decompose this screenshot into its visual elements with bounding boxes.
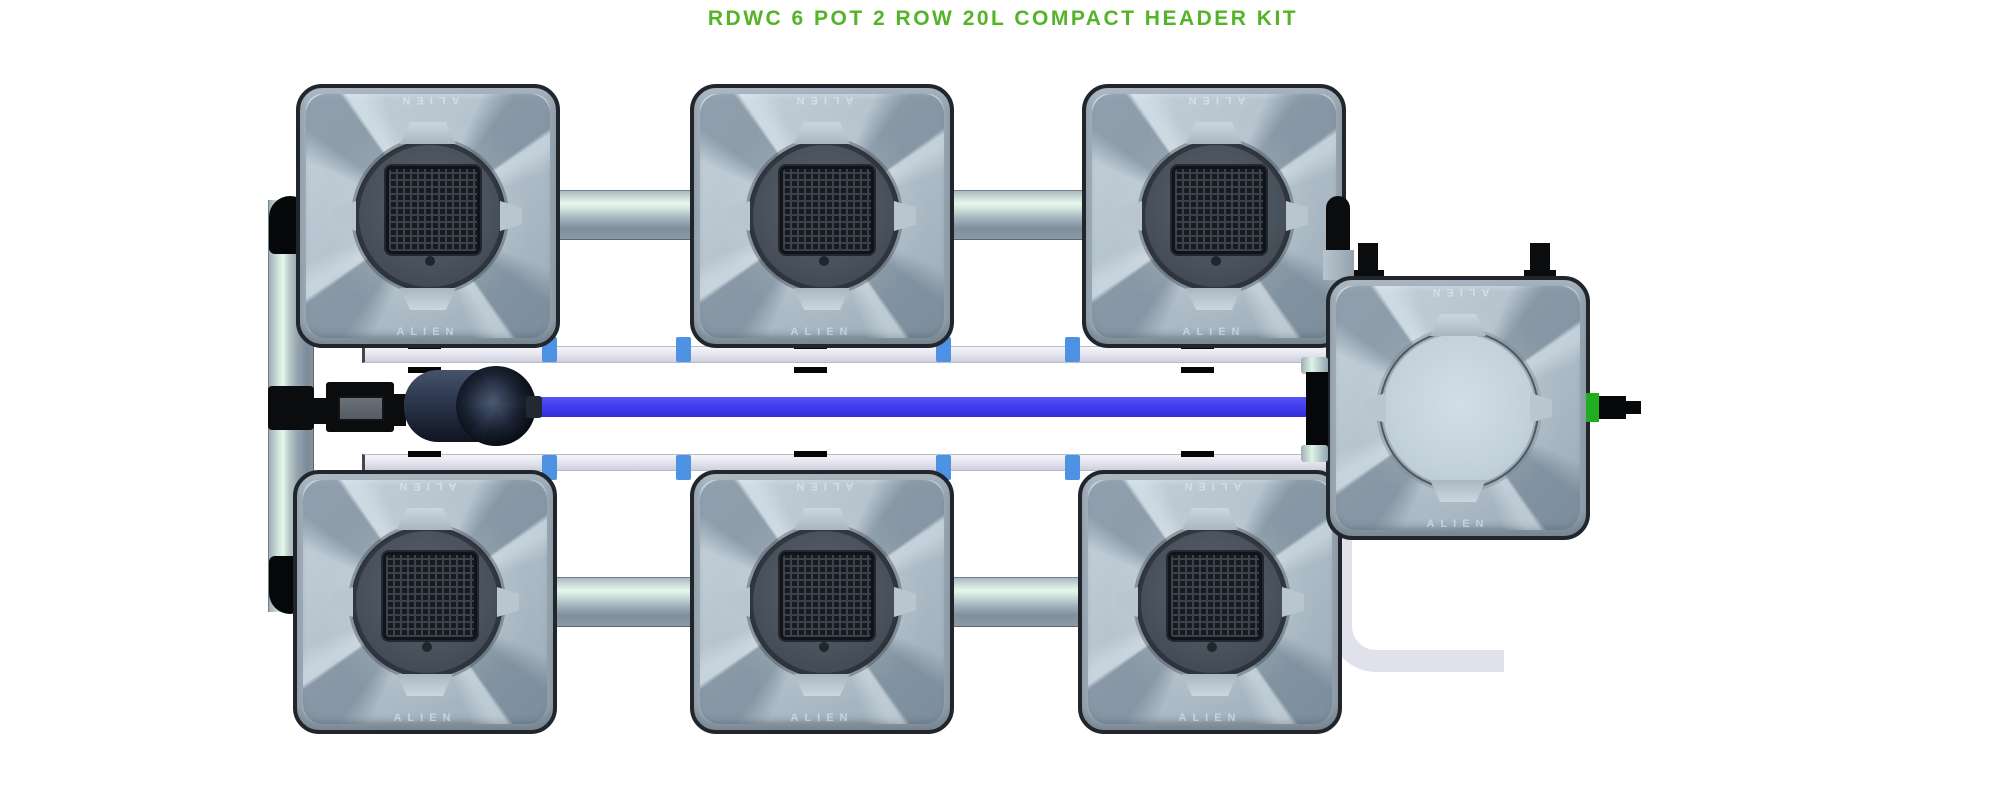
lid-tab-east — [497, 587, 519, 617]
row2-link-pipe-2 — [938, 577, 1100, 627]
lid-tab-west — [334, 201, 356, 231]
brand-label-bottom: ALIEN — [790, 712, 854, 724]
pump-tee-fitting — [268, 386, 314, 430]
net-pot-mesh — [1172, 166, 1266, 254]
pump-coupling — [392, 394, 406, 426]
tank-port-elbow-top — [1301, 357, 1328, 374]
lid-tab-east — [894, 587, 916, 617]
lid-tab-north — [794, 122, 850, 144]
net-pot-mesh — [780, 166, 874, 254]
lid-tab-east — [1286, 201, 1308, 231]
pot-6: ALIEN ALIEN — [1078, 470, 1342, 734]
tank-side-fitting-green — [1586, 393, 1599, 422]
brand-label-bottom: ALIEN — [1182, 326, 1246, 338]
manifold-tab-connector — [1065, 455, 1080, 480]
lid-drain-dot — [1207, 642, 1217, 652]
pump-impeller-face — [456, 366, 536, 446]
tank-side-fitting-black — [1599, 396, 1626, 419]
lid-tab-south — [397, 674, 453, 696]
lid-tab-east — [500, 201, 522, 231]
tank-inlet-port — [1306, 372, 1328, 448]
brand-label-top: ALIEN — [396, 94, 460, 106]
lid-tab-north — [794, 508, 850, 530]
row2-link-pipe-1 — [542, 577, 707, 627]
lid-tab-west — [1116, 587, 1138, 617]
lid-drain-dot — [422, 642, 432, 652]
net-pot-mesh — [1168, 552, 1262, 640]
tank-lid-tab-east — [1530, 393, 1552, 423]
pot-2: ALIEN ALIEN — [690, 84, 954, 348]
lid-drain-dot — [819, 642, 829, 652]
net-pot-mesh — [780, 552, 874, 640]
lid-tab-west — [728, 587, 750, 617]
tank-lid-tab-south — [1430, 480, 1486, 502]
manifold-tab-connector — [676, 455, 691, 480]
lid-drain-dot — [819, 256, 829, 266]
lid-tab-south — [1186, 288, 1242, 310]
brand-label-top: ALIEN — [790, 94, 854, 106]
manifold-tab-connector — [676, 337, 691, 362]
lid-tab-west — [1120, 201, 1142, 231]
brand-label-top: ALIEN — [393, 480, 457, 492]
net-pot-mesh — [386, 166, 480, 254]
tank-corner-pedestal — [1323, 250, 1354, 280]
pump-neck-fitting — [314, 398, 326, 424]
brand-label-bottom: ALIEN — [1178, 712, 1242, 724]
manifold-tab-connector — [1065, 337, 1080, 362]
lid-tab-south — [400, 288, 456, 310]
pot-3: ALIEN ALIEN — [1082, 84, 1346, 348]
lid-tab-north — [1182, 508, 1238, 530]
lid-tab-north — [397, 508, 453, 530]
net-pot-mesh — [383, 552, 477, 640]
brand-label-bottom: ALIEN — [1426, 518, 1490, 530]
tank-inlet-post-left-base — [1352, 270, 1384, 279]
net-pot — [1136, 526, 1288, 678]
tank-inlet-post-right-base — [1524, 270, 1556, 279]
header-tank: ALIEN ALIEN — [1326, 276, 1590, 540]
row1-link-pipe-2 — [938, 190, 1100, 240]
brand-label-bottom: ALIEN — [790, 326, 854, 338]
product-title: RDWC 6 POT 2 ROW 20L COMPACT HEADER KIT — [707, 7, 1299, 30]
brand-label-bottom: ALIEN — [396, 326, 460, 338]
tank-lid-tab-north — [1430, 314, 1486, 336]
tank-port-elbow-bottom — [1301, 445, 1328, 462]
tank-side-fitting-stub — [1626, 401, 1641, 414]
lid-tab-south — [794, 674, 850, 696]
net-pot — [354, 140, 506, 292]
tank-lid-tab-west — [1364, 393, 1386, 423]
lid-tab-south — [1182, 674, 1238, 696]
lid-drain-dot — [425, 256, 435, 266]
tank-corner-elbow — [1326, 196, 1350, 254]
brand-label-top: ALIEN — [790, 480, 854, 492]
tank-drain-hose — [1330, 528, 1504, 672]
net-pot — [748, 526, 900, 678]
lid-tab-west — [728, 201, 750, 231]
lid-tab-west — [331, 587, 353, 617]
brand-label-bottom: ALIEN — [393, 712, 457, 724]
pot-1: ALIEN ALIEN — [296, 84, 560, 348]
pot-5: ALIEN ALIEN — [690, 470, 954, 734]
lid-drain-dot — [1211, 256, 1221, 266]
pump-outlet-nub — [526, 396, 542, 418]
net-pot — [748, 140, 900, 292]
row1-link-pipe-1 — [545, 190, 707, 240]
brand-label-top: ALIEN — [1426, 286, 1490, 298]
net-pot — [351, 526, 503, 678]
brand-label-top: ALIEN — [1178, 480, 1242, 492]
lid-tab-north — [1186, 122, 1242, 144]
lid-tab-east — [894, 201, 916, 231]
pump-feed-pipe — [524, 397, 1312, 417]
brand-label-top: ALIEN — [1182, 94, 1246, 106]
tank-lid-circle — [1379, 330, 1539, 490]
lid-tab-north — [400, 122, 456, 144]
lid-tab-east — [1282, 587, 1304, 617]
lid-tab-south — [794, 288, 850, 310]
valve-handle — [338, 396, 384, 421]
net-pot — [1140, 140, 1292, 292]
pot-4: ALIEN ALIEN — [293, 470, 557, 734]
